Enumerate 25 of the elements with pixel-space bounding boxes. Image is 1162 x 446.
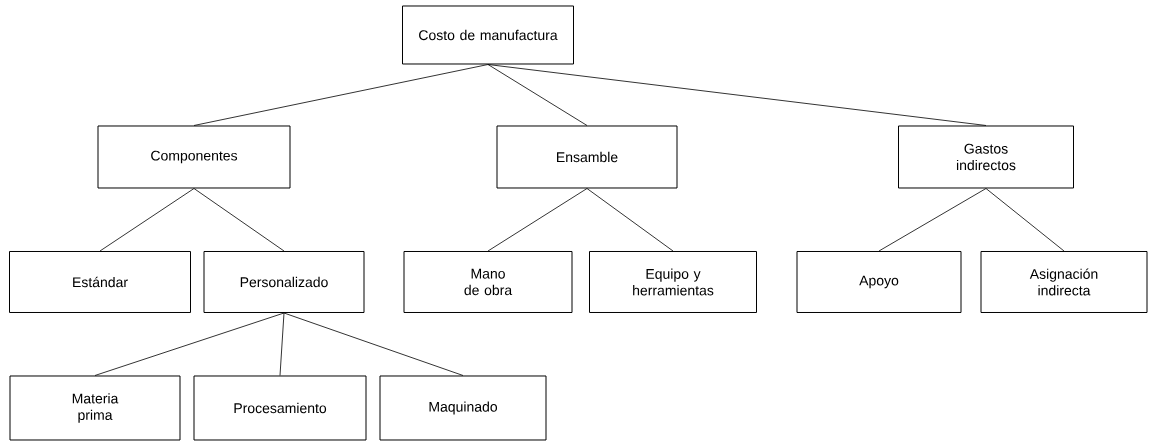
category-box: Equipo y herramientas — [589, 251, 757, 313]
connector-line — [586, 188, 674, 252]
category-box: Personalizado — [203, 251, 365, 313]
category-box: Costo de manufactura — [402, 5, 574, 65]
connector-line — [878, 188, 987, 252]
category-box: Gastos indirectos — [898, 125, 1074, 189]
connector-line — [487, 64, 987, 126]
connector-line — [99, 188, 195, 252]
category-box: Materia prima — [9, 375, 181, 441]
category-box: Mano de obra — [403, 251, 573, 313]
connector-line — [283, 312, 464, 376]
connector-line — [487, 64, 588, 126]
category-box: Maquinado — [379, 375, 547, 441]
category-box: Procesamiento — [193, 375, 367, 441]
category-box: Estándar — [9, 251, 191, 313]
connector-line — [193, 64, 489, 126]
category-box: Apoyo — [796, 251, 962, 313]
connector-line — [279, 312, 285, 376]
connector-line — [985, 188, 1065, 252]
category-box: Ensamble — [496, 125, 678, 189]
connector-line — [193, 188, 285, 252]
connector-line — [94, 312, 285, 376]
category-box: Asignación indirecta — [980, 251, 1148, 313]
category-box: Componentes — [97, 125, 291, 189]
connector-line — [487, 188, 588, 252]
